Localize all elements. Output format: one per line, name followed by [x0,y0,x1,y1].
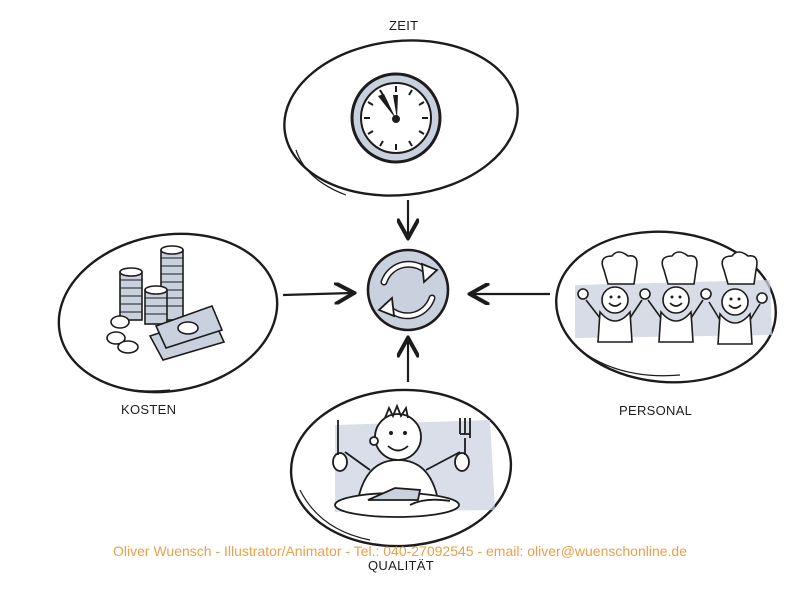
banknotes-icon [148,304,226,361]
chef-icon [575,251,772,345]
label-costs: KOSTEN [121,402,177,417]
coins-icon [106,245,184,354]
label-time: ZEIT [389,18,419,33]
label-staff: PERSONAL [619,403,693,418]
clock-icon [350,72,442,164]
cycle-icon [366,248,450,332]
arrow-costs-to-center [282,293,352,295]
credit-line: Oliver Wuensch - Illustrator/Animator - … [113,543,687,559]
label-quality: QUALITÄT [368,558,434,573]
diner-icon [332,403,495,518]
